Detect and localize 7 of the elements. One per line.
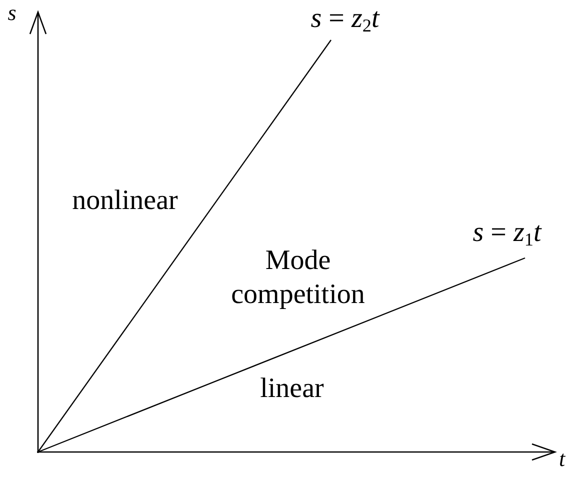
region-label: Mode competition: [230, 244, 366, 312]
axis-label: s: [6, 0, 18, 26]
region-label: nonlinear: [71, 184, 179, 218]
line-equation: s = z$_{1}$t: [472, 216, 543, 252]
line-equation: s = z$_{2}$t: [310, 2, 381, 38]
region-label: linear: [259, 372, 325, 406]
axis-label: t: [558, 446, 566, 472]
